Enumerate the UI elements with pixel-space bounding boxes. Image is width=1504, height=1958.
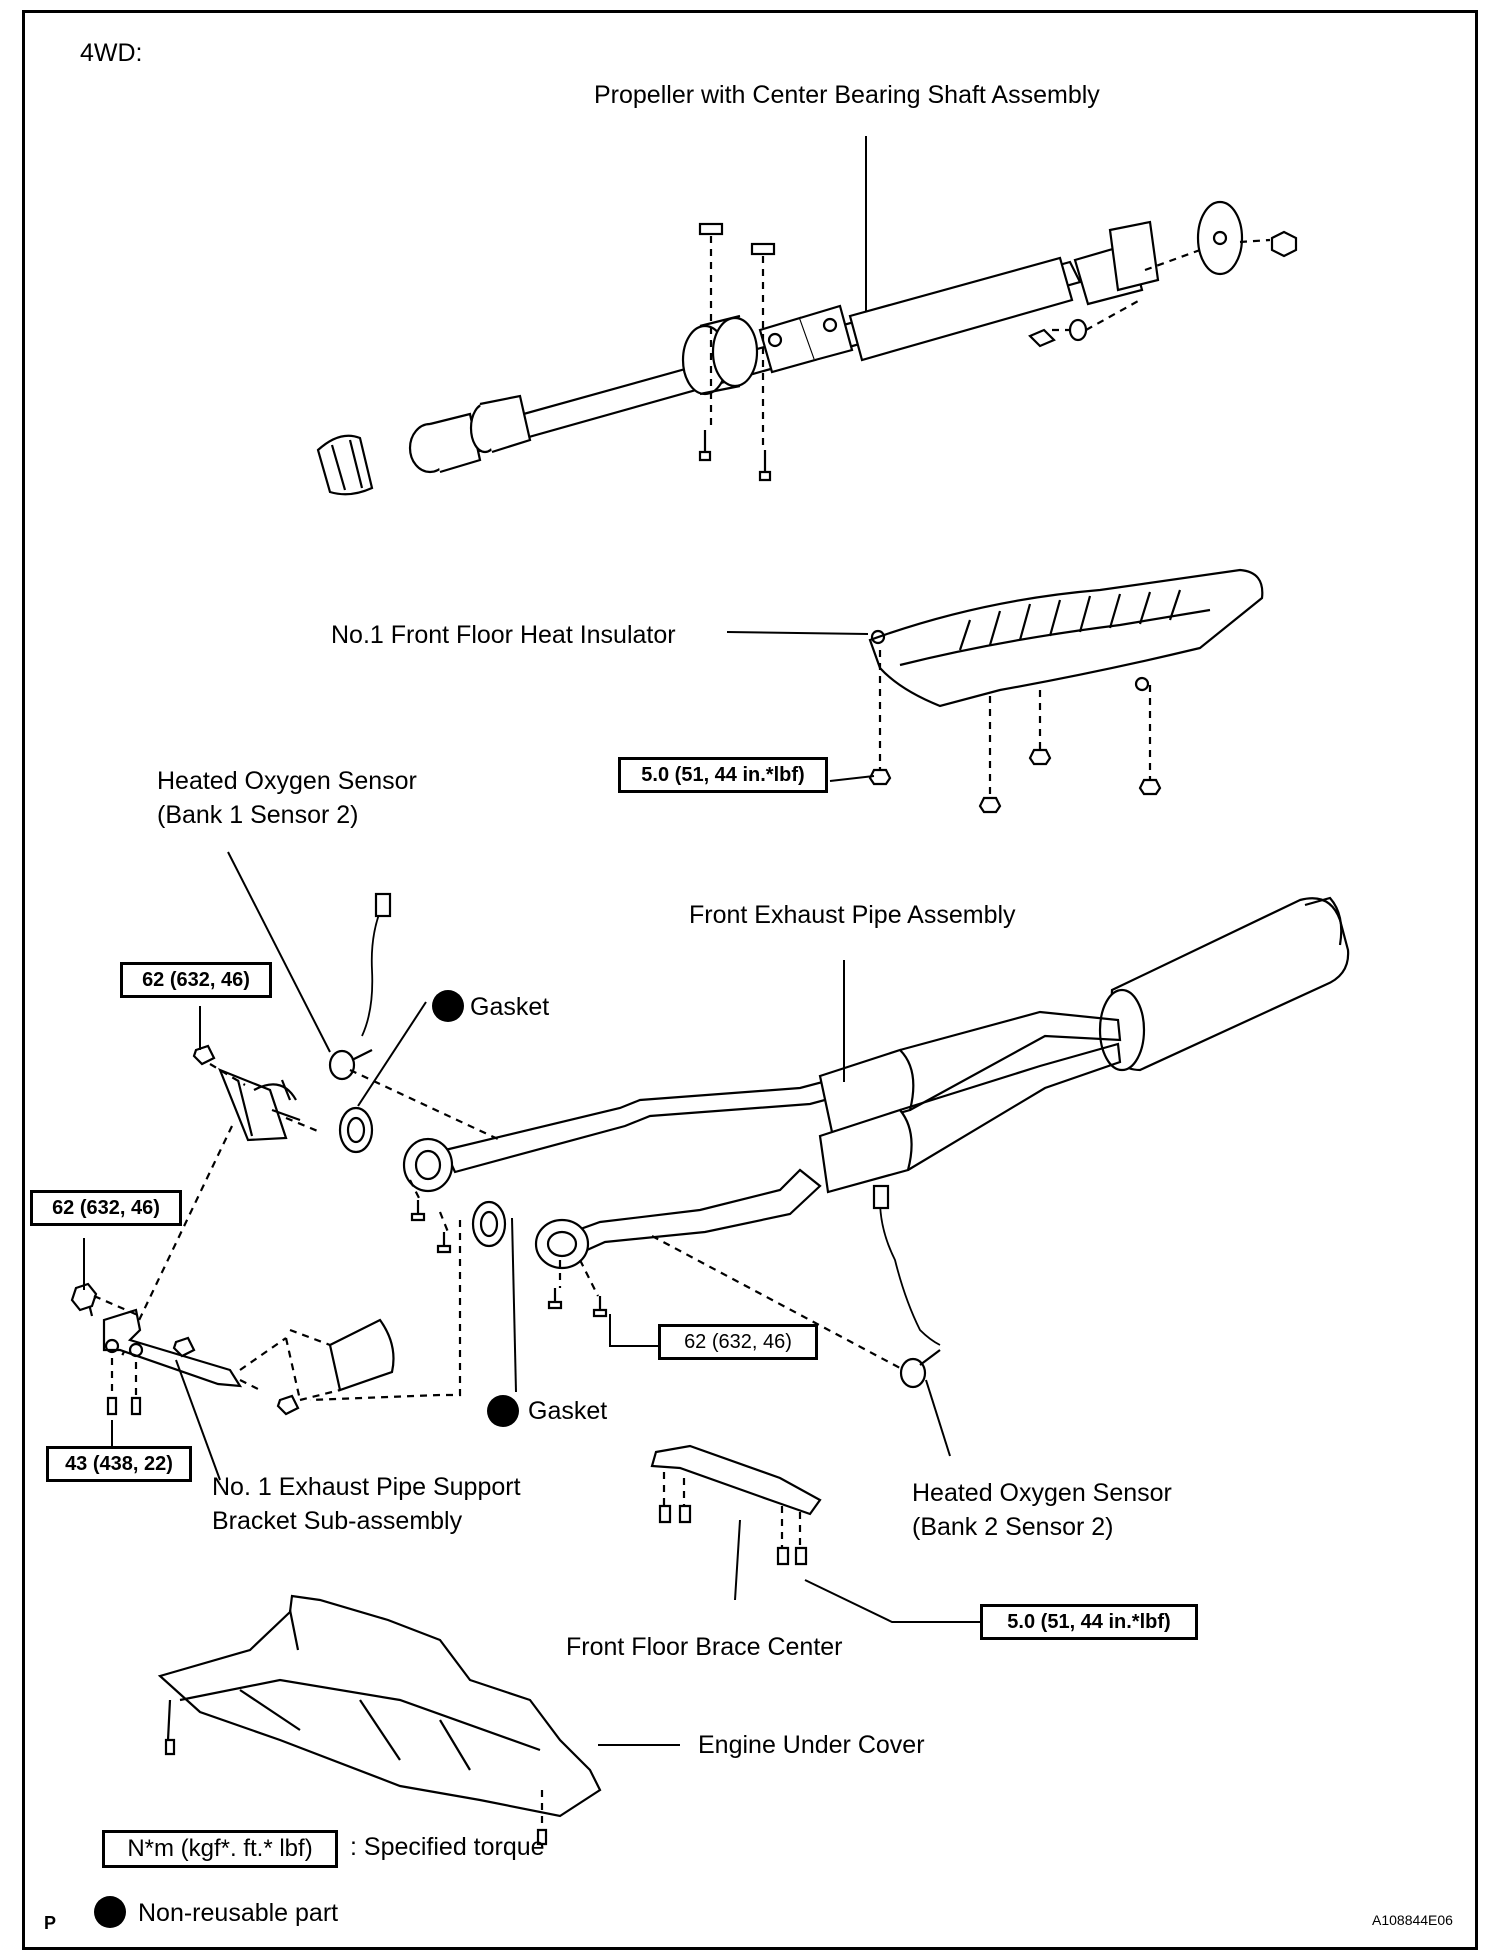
torque-pipe-flange-bolts: 62 (632, 46) <box>658 1324 818 1360</box>
propeller-shaft-label: Propeller with Center Bearing Shaft Asse… <box>594 81 1100 109</box>
heat-insulator-label: No.1 Front Floor Heat Insulator <box>331 621 676 649</box>
mode-label: 4WD: <box>80 39 143 67</box>
o2-sensor-bank2-label-line1: Heated Oxygen Sensor <box>912 1479 1172 1507</box>
floor-brace-drawing <box>650 1444 822 1566</box>
support-bracket-label-line1: No. 1 Exhaust Pipe Support <box>212 1473 521 1501</box>
front-exhaust-pipe-label: Front Exhaust Pipe Assembly <box>689 901 1016 929</box>
footer-left-mark: P <box>44 1913 57 1933</box>
front-exhaust-pipe-drawing <box>328 892 1350 1397</box>
nonreusable-marker-lower-gasket <box>487 1395 519 1427</box>
figure-id: A108844E06 <box>1372 1912 1453 1928</box>
heat-insulator-drawing <box>868 568 1264 814</box>
o2-sensor-bank1-label-line2: (Bank 1 Sensor 2) <box>157 801 359 829</box>
legend-nonreusable-marker <box>94 1896 126 1928</box>
gasket-upper-label: Gasket <box>470 993 550 1021</box>
torque-left-bracket-nut: 62 (632, 46) <box>30 1190 182 1226</box>
gasket-lower-label: Gasket <box>528 1397 608 1425</box>
propeller-shaft-drawing <box>316 200 1298 496</box>
torque-top-left-nut: 62 (632, 46) <box>120 962 272 998</box>
support-bracket-label-line2: Bracket Sub-assembly <box>212 1507 463 1535</box>
floor-brace-label: Front Floor Brace Center <box>566 1633 843 1661</box>
legend-nonreusable-desc: Non-reusable part <box>138 1899 339 1927</box>
engine-under-cover-drawing <box>157 1594 602 1846</box>
torque-brace-bolts: 5.0 (51, 44 in.*lbf) <box>980 1604 1198 1640</box>
legend-torque-unit-box: N*m (kgf*. ft.* lbf) <box>102 1830 338 1868</box>
under-cover-label: Engine Under Cover <box>698 1731 925 1759</box>
o2-sensor-bank2-label-line2: (Bank 2 Sensor 2) <box>912 1513 1114 1541</box>
torque-heat-insulator-nut: 5.0 (51, 44 in.*lbf) <box>618 757 828 793</box>
support-bracket-drawing <box>70 1044 441 1416</box>
nonreusable-marker-upper-gasket <box>432 990 464 1022</box>
diagram-frame <box>22 10 1478 1950</box>
o2-sensor-bank1-label-line1: Heated Oxygen Sensor <box>157 767 417 795</box>
legend-torque-desc: : Specified torque <box>350 1833 545 1861</box>
leader-lines <box>83 136 980 1746</box>
torque-bracket-bolts: 43 (438, 22) <box>46 1446 192 1482</box>
